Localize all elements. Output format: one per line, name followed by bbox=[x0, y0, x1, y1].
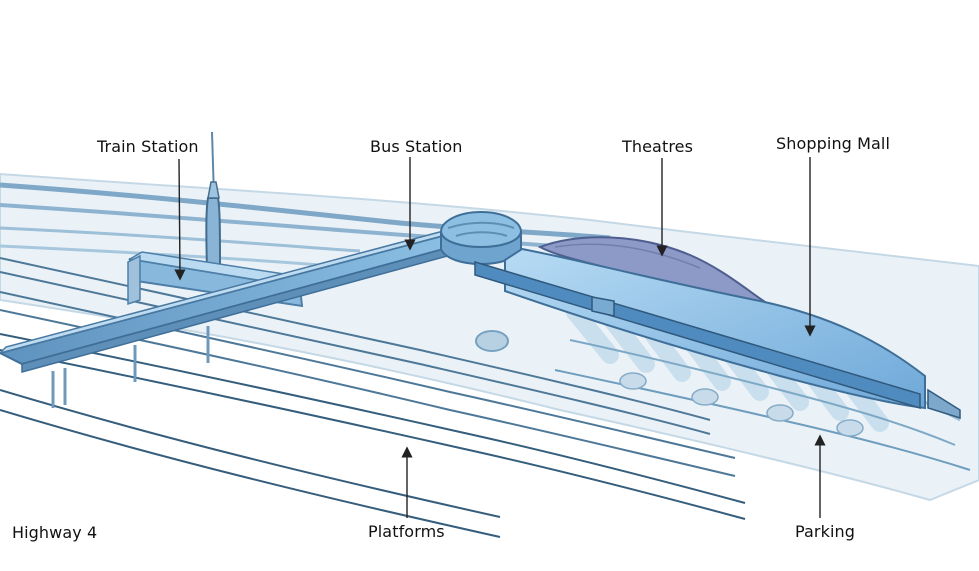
shopping-mall-building bbox=[474, 247, 961, 420]
pedestrian-bridge bbox=[0, 228, 466, 408]
shopping-mall-label: Shopping Mall bbox=[776, 134, 891, 153]
train-station-callout-line bbox=[174, 158, 186, 281]
callout-lines bbox=[174, 157, 826, 518]
site-landscaping bbox=[475, 330, 864, 437]
spire-tower bbox=[205, 131, 222, 271]
highway-label: Highway 4 bbox=[12, 523, 98, 542]
bus-station-building bbox=[440, 211, 522, 265]
train-station-label: Train Station bbox=[97, 137, 199, 156]
theatres-label: Theatres bbox=[622, 137, 694, 156]
parking-label: Parking bbox=[795, 522, 856, 541]
bus-station-label: Bus Station bbox=[370, 137, 463, 156]
platforms-label: Platforms bbox=[368, 522, 445, 541]
